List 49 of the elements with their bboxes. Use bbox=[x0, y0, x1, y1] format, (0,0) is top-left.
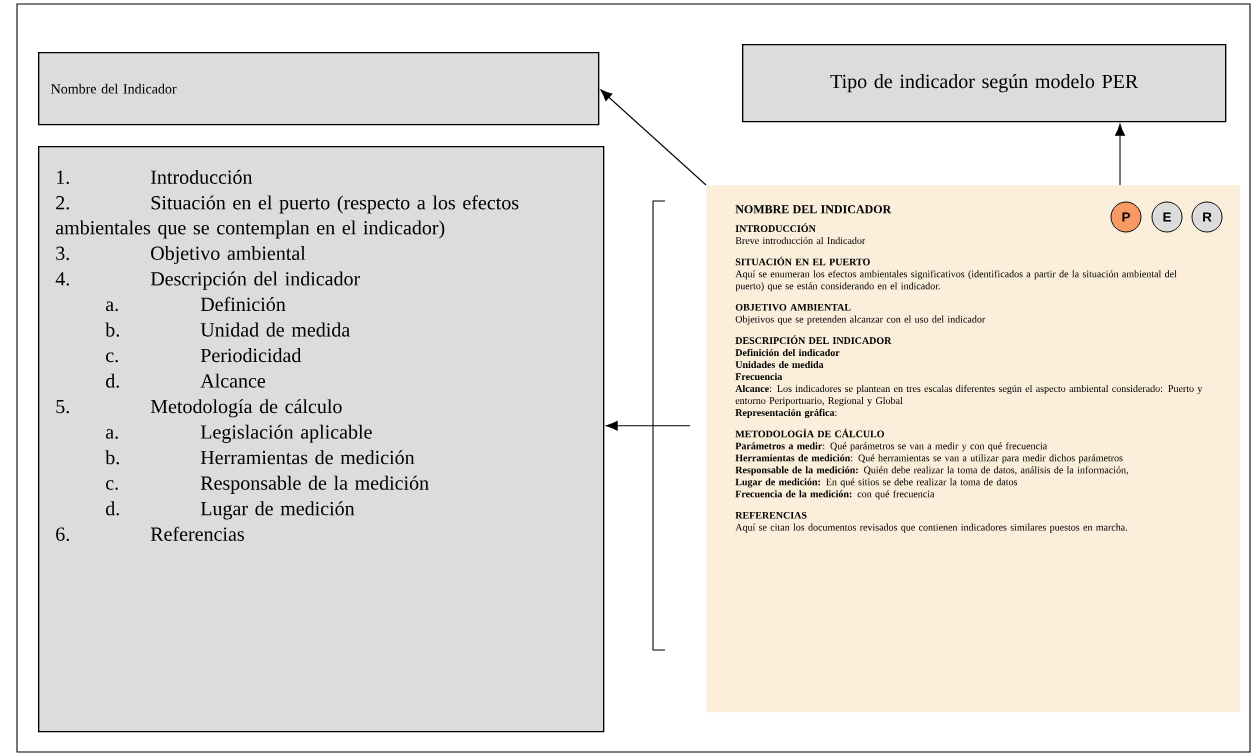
list-item: b. Unidad de medida bbox=[105, 322, 350, 337]
node-label: Referencias bbox=[150, 526, 244, 541]
list-item: d. Lugar de medición bbox=[106, 501, 355, 520]
node-label: Objetivo ambiental bbox=[151, 245, 306, 265]
node-label: ambientales que se contemplan en el indicador) bbox=[55, 220, 445, 239]
node-label: Descripción del indicador bbox=[150, 271, 361, 290]
node-label: Alcance bbox=[200, 373, 266, 388]
list-item: 2. Situación en el puerto (respecto a los efectos ambientales que se contemplan en el indicador) bbox=[56, 195, 519, 239]
list-item: c. Responsable de la medición bbox=[106, 475, 429, 494]
list-item: a. Legislación aplicable bbox=[106, 424, 372, 443]
node-label: c. bbox=[106, 352, 118, 363]
node-label: 2. bbox=[56, 196, 69, 210]
arrow bbox=[1115, 123, 1125, 186]
list-item: 3. Objetivo ambiental bbox=[56, 245, 306, 265]
list-item: 4. Descripción del indicador bbox=[55, 271, 361, 290]
node-label: Situación en el puerto (respecto a los efectos bbox=[151, 195, 519, 214]
node-label: d. bbox=[106, 373, 119, 388]
node-label: b. bbox=[105, 450, 119, 465]
node-label: d. bbox=[106, 501, 119, 516]
node-label: 5. bbox=[56, 399, 69, 414]
list-box bbox=[38, 146, 605, 733]
node-label: b. bbox=[105, 322, 119, 337]
node-label: 1. bbox=[57, 170, 69, 185]
list-item: 5. Metodología de cálculo bbox=[56, 399, 342, 418]
node-label: 6. bbox=[56, 527, 69, 541]
node-label: Lugar de medición bbox=[200, 501, 355, 520]
node-label: a. bbox=[105, 429, 118, 439]
node-label: Responsable de la medición bbox=[200, 475, 429, 494]
list-item: d. Alcance bbox=[106, 373, 266, 388]
list-item: a. Definición bbox=[106, 296, 286, 312]
name-box: Nombre del Indicador bbox=[38, 52, 600, 126]
list-item: 6. Referencias bbox=[56, 526, 244, 541]
list-item: b. Herramientas de medición bbox=[105, 450, 415, 465]
node-label: a. bbox=[105, 301, 118, 312]
node-label: c. bbox=[106, 480, 118, 490]
node-label: 3. bbox=[56, 246, 69, 261]
type-box: Tipo de indicador según modelo PER bbox=[742, 44, 1227, 123]
arrow bbox=[605, 420, 691, 431]
node-label: Herramientas de medición bbox=[200, 450, 415, 465]
node-label: Legislación aplicable bbox=[200, 424, 372, 443]
list-item: c. Periodicidad bbox=[106, 348, 302, 363]
arrow bbox=[600, 89, 707, 186]
node-label: Introducción bbox=[151, 169, 253, 184]
node-label: 4. bbox=[55, 272, 69, 286]
list-item: 1. Introducción bbox=[57, 169, 253, 185]
node-label: Unidad de medida bbox=[200, 322, 350, 337]
node-label: Metodología de cálculo bbox=[150, 399, 342, 418]
node-label: Definición bbox=[200, 296, 286, 312]
node-label: Periodicidad bbox=[200, 348, 302, 363]
